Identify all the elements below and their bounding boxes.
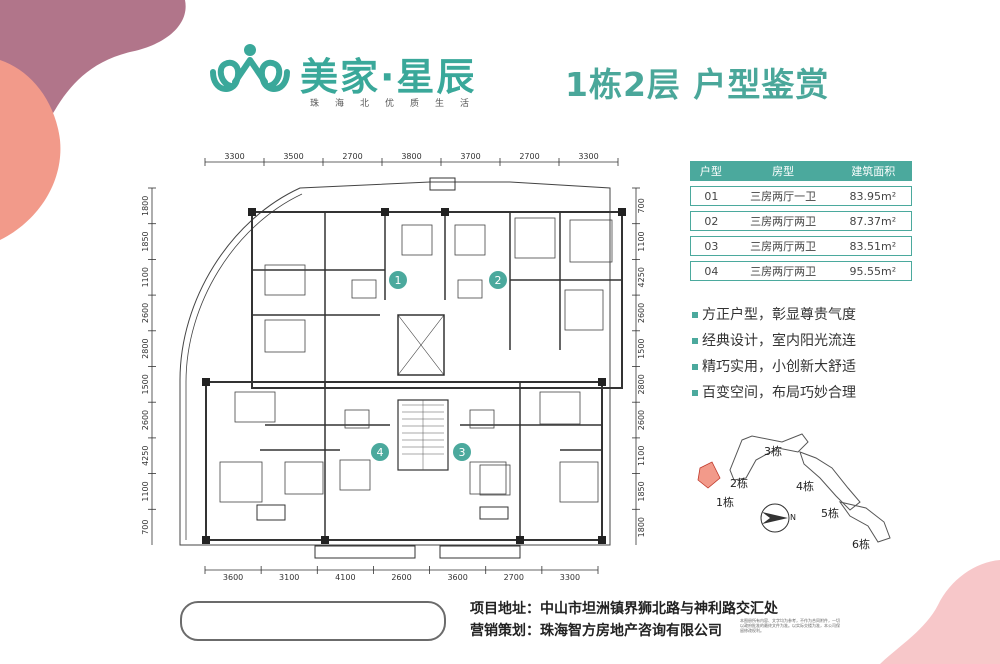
top-dimension-label: 3500 <box>283 152 303 161</box>
disclaimer: 本图册所有内容、文字均为参考，不作为合同附件，一切以政府批准的最终文件为准。以实… <box>740 618 840 633</box>
unit-code: 03 <box>690 236 732 256</box>
right-dimension-label: 4250 <box>637 267 646 287</box>
feature-text: 方正户型，彰显尊贵气度 <box>702 307 856 323</box>
north-label: N <box>790 513 796 522</box>
left-dimension-label: 1100 <box>141 481 150 501</box>
unit-code: 04 <box>690 261 732 281</box>
unit-marker-1 <box>389 271 407 289</box>
unit-area: 95.55m² <box>834 261 912 281</box>
site-label-3: 3栋 <box>764 445 782 458</box>
table-row: 03 三房两厅两卫 83.51m² <box>690 236 912 256</box>
right-dimension-label: 700 <box>637 198 646 213</box>
table-row: 04 三房两厅两卫 95.55m² <box>690 261 912 281</box>
right-dimension-label: 1800 <box>637 517 646 537</box>
top-dimension-label: 3800 <box>401 152 421 161</box>
site-label-2: 2栋 <box>730 477 748 490</box>
unit-area: 87.37m² <box>834 211 912 231</box>
left-dimension-label: 2600 <box>141 410 150 430</box>
bullet-icon <box>692 312 698 318</box>
list-item: 百变空间，布局巧妙合理 <box>692 380 856 406</box>
left-dimension-label: 2600 <box>141 303 150 323</box>
unit-marker-3 <box>453 443 471 461</box>
right-dimension-label: 1100 <box>637 231 646 251</box>
bottom-dimension-label: 3100 <box>279 573 299 580</box>
left-dimension-label: 4250 <box>141 446 150 466</box>
unit-area: 83.51m² <box>834 236 912 256</box>
decor-blob-bottom-right <box>880 560 1000 664</box>
top-dimension-label: 2700 <box>342 152 362 161</box>
header-cell: 户型 <box>690 161 732 181</box>
header-cell: 房型 <box>731 161 835 181</box>
unit-type: 三房两厅一卫 <box>731 186 835 206</box>
left-dimension-label: 1100 <box>141 267 150 287</box>
top-dimension-label: 2700 <box>519 152 539 161</box>
unit-marker-label: 4 <box>377 446 384 459</box>
site-plan <box>697 433 891 543</box>
right-dimension-label: 2800 <box>637 374 646 394</box>
top-dimension-label: 3300 <box>578 152 598 161</box>
unit-area: 83.95m² <box>834 186 912 206</box>
unit-marker-label: 1 <box>395 274 402 287</box>
bullet-icon <box>692 338 698 344</box>
bottom-dimension-label: 3600 <box>447 573 467 580</box>
brand-slogan: 珠海北优质生活 <box>310 99 486 109</box>
footer-info: 项目地址：中山市坦洲镇界狮北路与神利路交汇处 营销策划：珠海智方房地产咨询有限公… <box>470 598 778 642</box>
unit-table: 户型 房型 建筑面积 01 三房两厅一卫 83.95m² 02 三房两厅两卫 8… <box>690 156 912 286</box>
feature-list: 方正户型，彰显尊贵气度 经典设计，室内阳光流连 精巧实用，小创新大舒适 百变空间… <box>692 302 856 406</box>
brand-name: 美家·星辰 <box>300 55 477 99</box>
feature-text: 精巧实用，小创新大舒适 <box>702 359 856 375</box>
unit-type: 三房两厅两卫 <box>731 211 835 231</box>
unit-code: 01 <box>690 186 732 206</box>
unit-marker-label: 3 <box>459 446 466 459</box>
top-dimension-label: 3300 <box>224 152 244 161</box>
unit-table-header: 户型 房型 建筑面积 <box>690 161 912 181</box>
bottom-dimension-label: 2600 <box>391 573 411 580</box>
site-label-4: 4栋 <box>796 480 814 493</box>
right-dimension-label: 2600 <box>637 410 646 430</box>
bullet-icon <box>692 364 698 370</box>
decor-pill <box>180 601 446 641</box>
left-dimension-label: 1850 <box>141 231 150 251</box>
marketing-agency: 营销策划：珠海智方房地产咨询有限公司 <box>470 623 722 639</box>
site-label-5: 5栋 <box>821 507 839 520</box>
page-title: 1栋2层 户型鉴赏 <box>565 65 830 104</box>
unit-marker-label: 2 <box>495 274 502 287</box>
unit-marker-4 <box>371 443 389 461</box>
table-row: 02 三房两厅两卫 87.37m² <box>690 211 912 231</box>
top-dimension-label: 3700 <box>460 152 480 161</box>
right-dimension-label: 1100 <box>637 446 646 466</box>
list-item: 方正户型，彰显尊贵气度 <box>692 302 856 328</box>
site-label-1: 1栋 <box>716 496 734 509</box>
list-item: 经典设计，室内阳光流连 <box>692 328 856 354</box>
bottom-dimension-label: 3300 <box>560 573 580 580</box>
right-dimension-label: 1500 <box>637 338 646 358</box>
unit-marker-2 <box>489 271 507 289</box>
brand-logo-icon <box>210 44 290 92</box>
table-row: 01 三房两厅一卫 83.95m² <box>690 186 912 206</box>
right-dimension-label: 2600 <box>637 303 646 323</box>
list-item: 精巧实用，小创新大舒适 <box>692 354 856 380</box>
header-cell: 建筑面积 <box>834 161 912 181</box>
unit-code: 02 <box>690 211 732 231</box>
left-dimension-label: 1500 <box>141 374 150 394</box>
bullet-icon <box>692 390 698 396</box>
unit-type: 三房两厅两卫 <box>731 236 835 256</box>
feature-text: 百变空间，布局巧妙合理 <box>702 385 856 401</box>
left-dimension-label: 1800 <box>141 196 150 216</box>
right-dimension-label: 1850 <box>637 481 646 501</box>
project-address: 项目地址：中山市坦洲镇界狮北路与神利路交汇处 <box>470 601 778 617</box>
unit-type: 三房两厅两卫 <box>731 261 835 281</box>
feature-text: 经典设计，室内阳光流连 <box>702 333 856 349</box>
bottom-dimension-label: 2700 <box>504 573 524 580</box>
left-dimension-label: 2800 <box>141 338 150 358</box>
site-label-6: 6栋 <box>852 538 870 551</box>
bottom-dimension-label: 4100 <box>335 573 355 580</box>
bottom-dimension-label: 3600 <box>223 573 243 580</box>
left-dimension-label: 700 <box>141 520 150 535</box>
decor-blob-left <box>0 60 61 240</box>
